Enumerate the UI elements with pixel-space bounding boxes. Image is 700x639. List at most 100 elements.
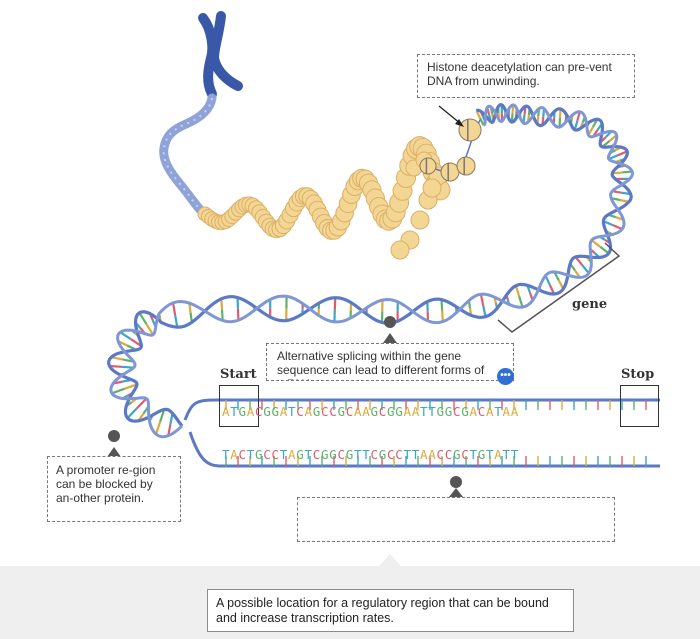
base-letter: C	[395, 447, 404, 462]
draggable-answer-card[interactable]: A possible location for a regulatory reg…	[207, 589, 574, 632]
base-letter: C	[436, 447, 445, 462]
base-letter: T	[246, 447, 255, 462]
gene-bracket	[497, 242, 621, 333]
base-pair	[475, 110, 481, 119]
histone-note[interactable]: Histone deacetylation can pre-vent DNA f…	[417, 54, 635, 98]
base-pair	[441, 310, 444, 322]
base-pair	[590, 239, 601, 248]
base-letter: A	[411, 404, 420, 419]
base-letter: C	[329, 404, 338, 419]
base-letter: T	[230, 404, 239, 419]
base-letter: G	[321, 447, 330, 462]
base-pair	[440, 299, 444, 311]
base-letter: G	[436, 404, 445, 419]
base-letter: A	[354, 404, 363, 419]
base-letter: A	[362, 404, 371, 419]
splicing-note[interactable]: Alternative splicing within the gene seq…	[266, 343, 514, 381]
base-pair	[174, 314, 179, 328]
start-label: Start	[220, 367, 257, 382]
base-letter: T	[362, 447, 371, 462]
base-pair	[617, 150, 628, 157]
base-letter: C	[453, 404, 462, 419]
base-letter: C	[345, 404, 354, 419]
histone-bead	[456, 156, 476, 176]
base-pair	[479, 117, 485, 126]
base-letter: C	[263, 447, 272, 462]
base-letter: G	[461, 404, 470, 419]
base-pair	[514, 285, 521, 297]
base-letter: G	[477, 447, 486, 462]
base-letter: T	[222, 447, 231, 462]
splicing-pin-icon	[383, 316, 397, 343]
base-letter: C	[370, 447, 379, 462]
nucleosome-bead	[410, 210, 430, 230]
base-pair	[220, 309, 224, 321]
histone-nucleosomes	[419, 118, 482, 182]
base-letter: C	[461, 447, 470, 462]
regulatory-pin-icon	[449, 476, 463, 497]
base-letter: T	[288, 404, 297, 419]
promoter-note[interactable]: A promoter re-gion can be blocked by an-…	[47, 456, 181, 522]
base-letter: T	[354, 447, 363, 462]
base-letter: C	[378, 404, 387, 419]
gene-label: gene	[572, 297, 608, 312]
nucleosome-bead	[422, 178, 442, 198]
histone-bead	[440, 162, 460, 182]
base-letter: T	[279, 447, 288, 462]
base-letter: A	[222, 404, 231, 419]
base-pair	[145, 323, 155, 336]
base-letter: T	[486, 447, 495, 462]
stop-codon-box	[620, 385, 659, 427]
base-letter: A	[502, 404, 511, 419]
panel-pointer	[379, 554, 401, 566]
linear-base-pair-ticks	[225, 400, 647, 466]
base-pair	[599, 245, 610, 255]
more-button[interactable]: •••	[497, 368, 514, 385]
base-letter: G	[255, 447, 264, 462]
base-letter: G	[337, 404, 346, 419]
promoter-pin-icon	[107, 430, 121, 457]
nucleosome-bead	[390, 240, 410, 260]
base-letter: C	[271, 447, 280, 462]
base-pair	[608, 154, 619, 160]
base-pair	[622, 170, 633, 174]
base-letter: A	[420, 447, 429, 462]
histone-bead	[419, 157, 437, 175]
base-letter: G	[345, 447, 354, 462]
base-letter: C	[255, 404, 264, 419]
base-pair	[612, 224, 623, 231]
base-pair	[130, 338, 143, 347]
base-pair	[167, 424, 172, 436]
base-pair	[138, 312, 148, 325]
base-letter: A	[494, 447, 503, 462]
base-pair	[154, 421, 162, 435]
base-pair	[119, 331, 132, 341]
base-letter: A	[469, 404, 478, 419]
linear-dna-strands	[183, 398, 660, 468]
base-pair	[482, 305, 487, 317]
base-letter: A	[510, 404, 519, 419]
base-pair	[220, 298, 224, 310]
base-pair	[126, 407, 138, 419]
histone-pointer-arrow	[438, 105, 464, 127]
base-pair	[124, 383, 138, 390]
empty-drop-target[interactable]	[297, 497, 615, 542]
base-letter: A	[246, 404, 255, 419]
base-pair	[159, 409, 166, 423]
base-letter: G	[387, 404, 396, 419]
base-letter: T	[502, 447, 511, 462]
base-letter: T	[304, 447, 313, 462]
base-letter: C	[312, 447, 321, 462]
base-letter: G	[395, 404, 404, 419]
base-letter: C	[477, 404, 486, 419]
start-codon-box	[219, 385, 259, 427]
base-letter: A	[403, 404, 412, 419]
chromatin-fiber	[159, 93, 217, 219]
base-pair	[171, 302, 177, 316]
base-pair	[479, 293, 485, 306]
base-letter: A	[230, 447, 239, 462]
base-letter: C	[387, 447, 396, 462]
stop-label: Stop	[621, 367, 655, 382]
dna-helix-strand-a	[107, 103, 633, 427]
